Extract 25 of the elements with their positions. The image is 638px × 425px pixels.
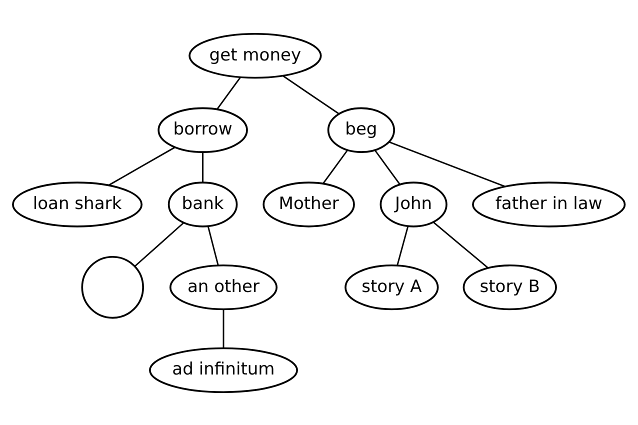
connector — [216, 76, 241, 110]
node-ellipse: John — [380, 181, 448, 227]
node-ellipse: bank — [168, 181, 238, 227]
connector — [108, 146, 176, 186]
node-ellipse: get money — [188, 32, 322, 78]
connector — [222, 309, 224, 348]
connector — [389, 140, 506, 187]
connector — [134, 222, 184, 266]
node-ellipse: father in law — [472, 181, 626, 227]
connector — [207, 226, 219, 265]
node-ellipse: story A — [344, 264, 439, 310]
node-ellipse: Mother — [262, 181, 355, 227]
node-ellipse: ad infinitum — [149, 346, 298, 393]
connector — [202, 152, 204, 182]
connector — [374, 149, 400, 184]
connector — [396, 226, 409, 265]
connector — [433, 221, 488, 268]
node-ellipse: loan shark — [12, 181, 143, 227]
node-ellipse: story B — [462, 264, 557, 310]
node-circle — [81, 255, 144, 318]
connector — [282, 74, 340, 114]
node-ellipse: borrow — [158, 106, 248, 152]
node-ellipse: an other — [169, 264, 278, 310]
connector — [322, 149, 348, 184]
node-ellipse: beg — [327, 106, 396, 152]
